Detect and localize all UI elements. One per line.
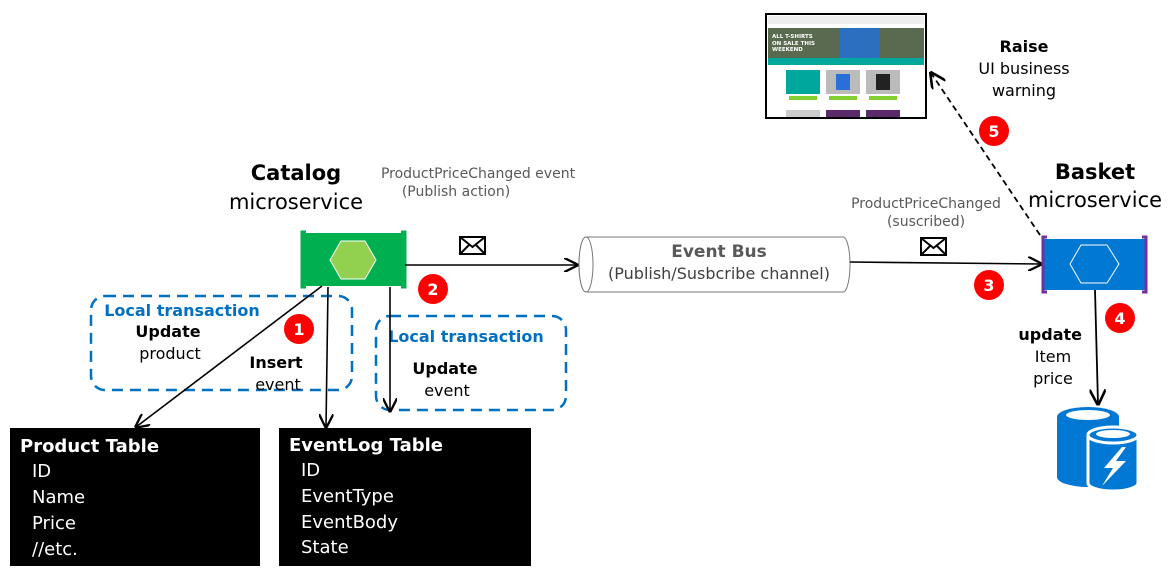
event-bus-subtitle: (Publish/Susbcribe channel) (608, 264, 830, 283)
product-table-field: Price (32, 513, 76, 534)
catalog-microservice-icon (300, 230, 407, 289)
svg-text:5: 5 (988, 122, 999, 141)
local-transaction-box-1 (89, 294, 354, 392)
svg-text:2: 2 (427, 280, 438, 299)
event-bus-cylinder (578, 236, 851, 293)
publish-label-line2: (Publish action) (402, 184, 510, 200)
step-badge-4: 4 (1105, 303, 1135, 333)
local-transaction-1-action: Update (135, 322, 200, 341)
step-badge-3: 3 (974, 270, 1004, 300)
insert-label-object: event (255, 375, 301, 394)
product-table-field: //etc. (32, 539, 78, 560)
eventlog-table-field: EventBody (301, 512, 398, 533)
catalog-subtitle: microservice (229, 190, 363, 214)
local-transaction-2-object: event (424, 381, 470, 400)
svg-text:4: 4 (1114, 309, 1125, 328)
local-transaction-2-title: Local transaction (388, 327, 544, 346)
basket-microservice-icon (1041, 235, 1148, 294)
eshop-screenshot-thumbnail: ALL T-SHIRTS ON SALE THIS WEEKEND (765, 13, 927, 119)
catalog-title: Catalog (251, 161, 341, 185)
local-transaction-2-action: Update (412, 359, 477, 378)
envelope-icon (920, 237, 947, 256)
eventlog-table-field: EventType (301, 486, 394, 507)
product-table-title: Product Table (20, 436, 159, 457)
update-product-arrow (136, 285, 323, 427)
event-bus-title: Event Bus (671, 242, 767, 262)
basket-title: Basket (1055, 160, 1135, 184)
eventlog-table-field: State (301, 537, 349, 558)
local-transaction-1-object: product (139, 344, 201, 363)
step-badge-2: 2 (418, 274, 448, 304)
eventlog-table-field: ID (301, 460, 320, 481)
eventlog-table-title: EventLog Table (289, 435, 443, 456)
subscribe-arrow (849, 262, 1041, 264)
thumbnail-banner-text: ALL T-SHIRTS ON SALE THIS WEEKEND (772, 34, 815, 53)
envelope-icon (459, 236, 486, 255)
publish-label: ProductPriceChanged event (381, 166, 576, 182)
local-transaction-1-title: Local transaction (104, 301, 260, 320)
raise-label: Raise (1000, 37, 1049, 56)
raise-warning-arrow (931, 73, 1041, 236)
update-price-label-line3: price (1033, 369, 1073, 388)
insert-label: Insert (249, 353, 303, 372)
svg-text:1: 1 (293, 320, 304, 339)
subscribe-label: ProductPriceChanged (851, 196, 1001, 212)
svg-text:3: 3 (983, 276, 994, 295)
step-badge-1: 1 (284, 314, 314, 344)
subscribe-label-line2: (suscribed) (887, 214, 965, 230)
eventlog-table: EventLog Table ID EventType EventBody St… (279, 428, 531, 566)
raise-label-line2: UI business (978, 59, 1069, 78)
product-table-field: Name (32, 487, 85, 508)
product-table-field: ID (32, 461, 51, 482)
insert-event-arrow (326, 286, 328, 427)
local-transaction-box-2 (374, 314, 568, 412)
database-icon (1057, 407, 1140, 493)
basket-subtitle: microservice (1028, 188, 1162, 212)
update-price-label: update (1018, 325, 1082, 344)
step-badge-5: 5 (979, 116, 1009, 146)
update-price-label-line2: Item (1035, 347, 1071, 366)
update-db-arrow (1095, 289, 1098, 404)
product-table: Product Table ID Name Price //etc. (10, 428, 260, 566)
raise-label-line3: warning (992, 81, 1056, 100)
